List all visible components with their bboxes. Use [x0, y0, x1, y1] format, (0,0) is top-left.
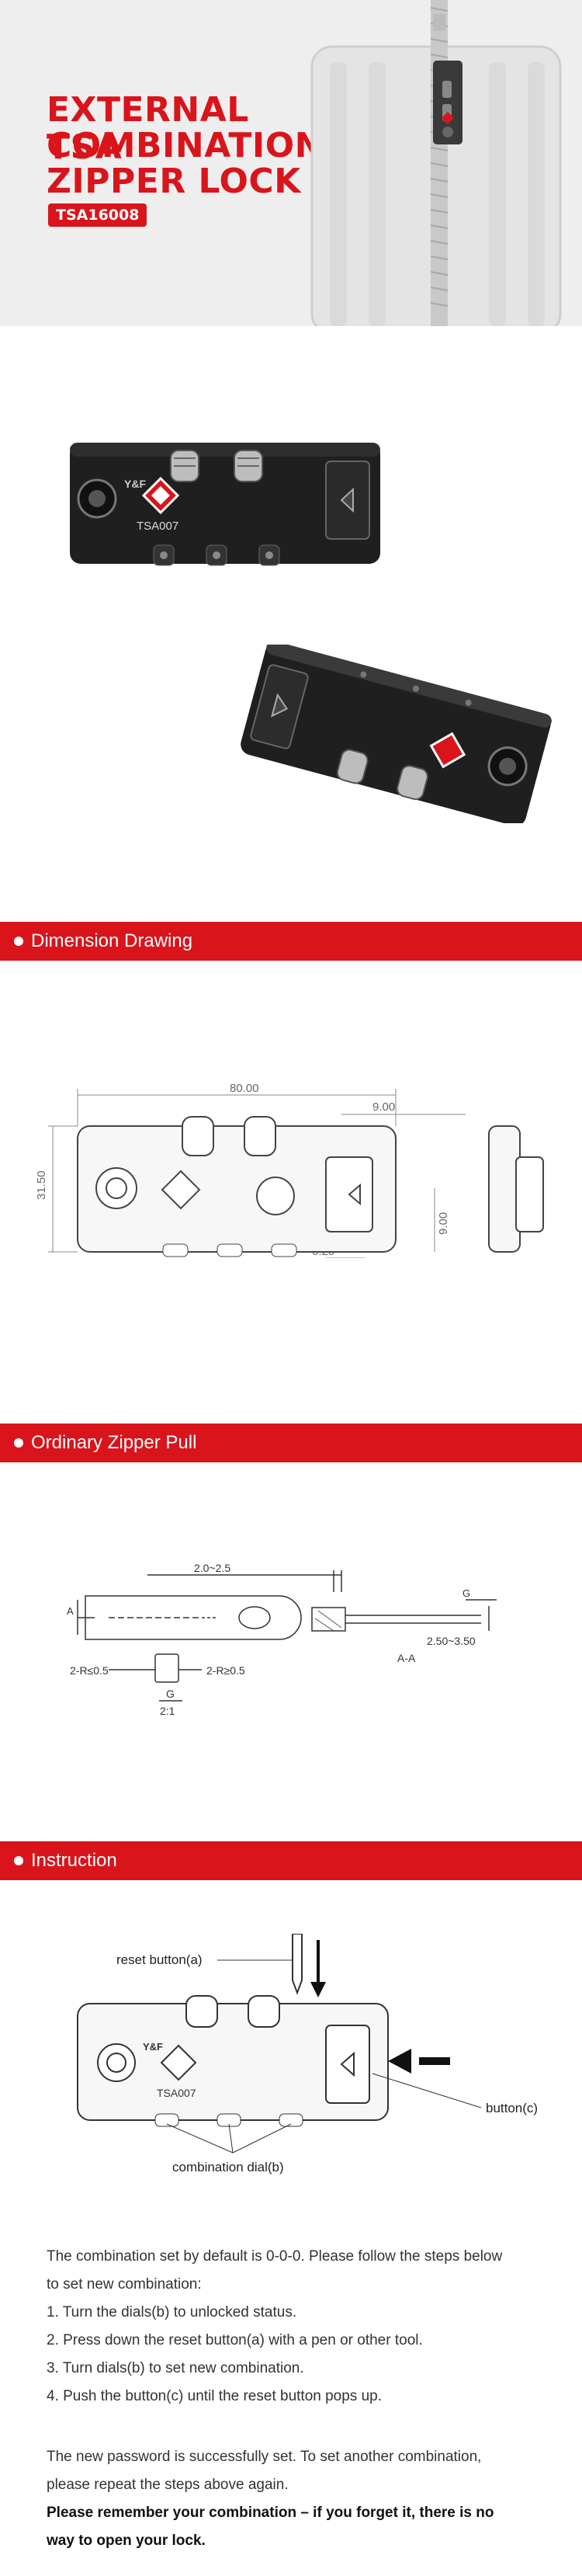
instruction-step-4: 4. Push the button(c) until the reset bu… — [47, 2388, 382, 2404]
detail-scale: 2:1 — [160, 1705, 175, 1717]
instruction-drawing: Y&F TSA007 reset button(a) button(c) com… — [77, 1934, 538, 2174]
dim-height: 31.50 — [35, 1170, 48, 1200]
instruction-outro-line-1: The new password is successfully set. To… — [47, 2449, 482, 2465]
tsa-code-drawing: TSA007 — [157, 2087, 196, 2099]
detail-label: G — [166, 1688, 175, 1700]
hero-title-line-2: COMBINATION — [47, 126, 324, 165]
section-bar-zipper: Ordinary Zipper Pull — [0, 1424, 582, 1462]
dim-width: 80.00 — [230, 1082, 259, 1095]
instruction-warning-line-1: Please remember your combination – if yo… — [47, 2505, 494, 2521]
instruction-intro-line-1: The combination set by default is 0-0-0.… — [47, 2248, 503, 2265]
brand-mark-drawing: Y&F — [143, 2041, 163, 2053]
combination-dial-label: combination dial(b) — [172, 2160, 284, 2174]
suitcase-illustration — [310, 0, 562, 326]
section-aa-label: A-A — [397, 1652, 416, 1664]
instruction-step-3: 3. Turn dials(b) to set new combination. — [47, 2360, 304, 2376]
thickness-label: 2.50~3.50 — [427, 1635, 476, 1647]
dimension-drawing: 80.00 31.50 9.00 9.00 6.20 — [35, 1082, 544, 1258]
section-title-zipper: Ordinary Zipper Pull — [31, 1432, 197, 1453]
section-title-instruction: Instruction — [31, 1850, 117, 1871]
hero-title-line-1: EXTERNAL TSA — [47, 90, 249, 167]
zipper-gap-label: 2.0~2.5 — [194, 1562, 230, 1574]
dim-side-right: 9.00 — [437, 1212, 450, 1235]
instruction-step-1: 1. Turn the dials(b) to unlocked status. — [47, 2304, 297, 2320]
dim-top-right: 9.00 — [372, 1100, 395, 1114]
reset-button-label: reset button(a) — [116, 1952, 203, 1967]
hero-banner: EXTERNAL TSA COMBINATION ZIPPER LOCK TSA… — [0, 0, 582, 326]
g-label: G — [462, 1587, 470, 1599]
section-title-dimension: Dimension Drawing — [31, 930, 193, 951]
instruction-step-2: 2. Press down the reset button(a) with a… — [47, 2332, 423, 2348]
instruction-intro-line-2: to set new combination: — [47, 2276, 202, 2293]
radius-left-label: 2-R≤0.5 — [70, 1664, 109, 1677]
model-badge: TSA16008 — [48, 203, 147, 227]
brand-mark: Y&F — [124, 478, 146, 490]
tsa-code: TSA007 — [137, 520, 178, 533]
zipper-pull-drawing: 2.0~2.5 A 2-R≤0.5 2-R≥0.5 G 2:1 G 2.50~3… — [67, 1562, 497, 1717]
product-photo-angled — [241, 645, 552, 823]
product-photo-front: Y&F TSA007 — [70, 443, 380, 566]
instruction-warning-line-2: way to open your lock. — [47, 2533, 206, 2549]
section-bar-dimension: Dimension Drawing — [0, 922, 582, 961]
bullet-icon — [14, 1438, 23, 1448]
radius-right-label: 2-R≥0.5 — [206, 1664, 245, 1677]
section-bar-instruction: Instruction — [0, 1841, 582, 1880]
hero-title-line-3: ZIPPER LOCK — [47, 162, 301, 201]
instruction-outro-line-2: please repeat the steps above again. — [47, 2477, 289, 2493]
section-marker-a: A — [67, 1605, 74, 1617]
bullet-icon — [14, 937, 23, 946]
button-c-label: button(c) — [486, 2101, 538, 2115]
bullet-icon — [14, 1856, 23, 1865]
